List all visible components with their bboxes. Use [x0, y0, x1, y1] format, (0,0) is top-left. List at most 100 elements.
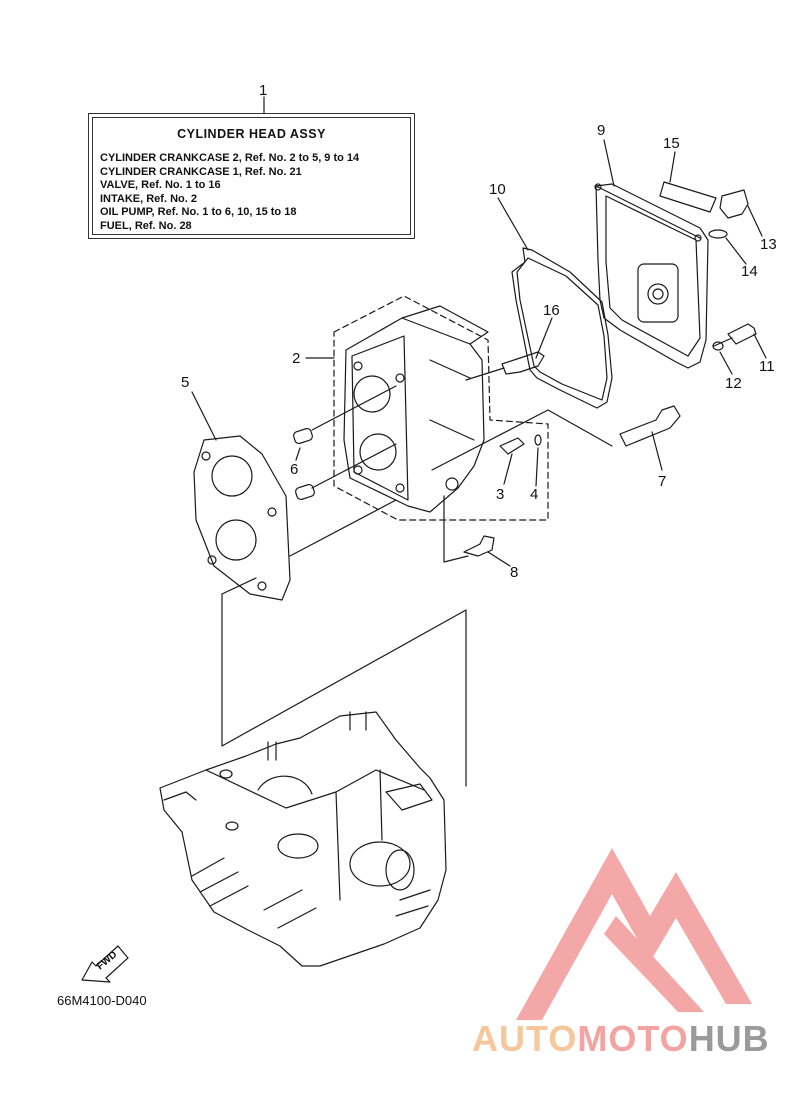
callout-5: 5: [181, 374, 189, 391]
oil-filler-cap: [719, 189, 749, 219]
leader-3: [503, 453, 513, 485]
watermark-word-part-3: HUB: [688, 1018, 770, 1059]
info-line: CYLINDER CRANKCASE 1, Ref. No. 21: [100, 165, 302, 178]
info-box: CYLINDER HEAD ASSY CYLINDER CRANKCASE 2,…: [88, 113, 415, 239]
callout-12: 12: [725, 375, 742, 392]
leader-4: [535, 447, 539, 487]
washer-4: [534, 434, 542, 446]
assembly-boundary-lower: [221, 593, 467, 787]
crankcase-line-1: [335, 769, 383, 901]
leader-10: [497, 197, 529, 251]
crankcase-top: [205, 769, 425, 809]
bolt-11: [727, 323, 757, 345]
head-line-2: [429, 419, 475, 441]
dowel-3: [499, 437, 525, 455]
bolt-7-leader-path: [431, 409, 613, 471]
assembly-line-1: [289, 499, 397, 557]
callout-11: 11: [759, 358, 775, 375]
head-assembly-boundary: [333, 295, 549, 521]
cover-rod: [595, 185, 701, 239]
callout-8: 8: [510, 564, 518, 581]
head-bolt-hole-4: [395, 483, 405, 493]
dowel-leader-b: [311, 443, 397, 489]
info-line: VALVE, Ref. No. 1 to 16: [100, 179, 221, 192]
spark-plug: [501, 351, 545, 375]
gasket-hole-4: [207, 555, 217, 565]
leader-16: [535, 317, 553, 359]
bolt-8-leader-path: [443, 495, 469, 563]
bolt-11-thread: [713, 337, 733, 347]
label-plate: [659, 181, 717, 213]
callout-3: 3: [496, 486, 504, 503]
callout-15: 15: [663, 135, 680, 152]
dowel-6b: [295, 483, 315, 501]
leader-15: [669, 151, 676, 183]
leader-8: [487, 551, 511, 567]
crankcase-boss-3: [225, 821, 239, 831]
head-bolt-hole-2: [395, 373, 405, 383]
callout-16: 16: [543, 302, 560, 319]
dowel-6a: [293, 427, 313, 445]
info-box-title: CYLINDER HEAD ASSY: [177, 127, 326, 141]
o-ring: [708, 229, 728, 239]
crankcase-line-2: [163, 791, 197, 801]
leader-6: [295, 447, 301, 461]
leader-5: [191, 391, 217, 441]
washer-12: [712, 341, 724, 351]
gasket-bore-1: [211, 455, 253, 497]
head-gasket: [193, 435, 291, 601]
leader-14: [725, 237, 747, 265]
info-line: FUEL, Ref. No. 28: [100, 219, 192, 232]
callout-7: 7: [658, 473, 666, 490]
head-bolt-hole-3: [353, 465, 363, 475]
cover-opening: [647, 283, 669, 305]
head-line-1: [429, 359, 471, 379]
drawing-code: 66M4100-D040: [57, 993, 147, 1008]
crankcase: [159, 711, 447, 967]
crankcase-fin-2: [263, 889, 317, 929]
cover-gasket: [511, 247, 613, 409]
cover-opening-inner: [652, 288, 664, 300]
leader-12: [719, 351, 733, 375]
gasket-bore-2: [215, 519, 257, 561]
starter-motor: [349, 841, 411, 887]
fwd-arrow-icon: [81, 945, 129, 983]
watermark-word-part-2: MOTO: [577, 1018, 689, 1059]
crankcase-boss-2: [219, 769, 233, 779]
cover-rod-end-2: [694, 234, 702, 242]
bolt-7: [619, 405, 681, 447]
watermark-text: AUTOMOTOHUB: [472, 1018, 770, 1060]
watermark-logo-icon: [516, 848, 752, 1020]
dowel-leader-a: [311, 385, 397, 431]
info-box-inner: CYLINDER HEAD ASSY CYLINDER CRANKCASE 2,…: [92, 117, 411, 235]
cylinder-head: [343, 317, 485, 513]
cylinder-head-face: [351, 335, 409, 501]
assembly-line-2: [221, 577, 257, 595]
leader-13: [747, 205, 763, 237]
combustion-chamber-1: [353, 375, 391, 413]
leader-7: [651, 431, 663, 471]
cover-gasket-inner: [516, 257, 608, 401]
info-line: INTAKE, Ref. No. 2: [100, 192, 197, 205]
gasket-hole-3: [257, 581, 267, 591]
bolt-8: [463, 535, 495, 557]
crankcase-pipe: [385, 783, 433, 811]
crankcase-boss-1: [277, 833, 319, 859]
info-line: CYLINDER CRANKCASE 2, Ref. No. 2 to 5, 9…: [100, 152, 360, 164]
callout-2: 2: [292, 350, 300, 367]
spark-plug-line: [465, 367, 505, 381]
crankcase-stud-2: [349, 711, 367, 731]
leader-9: [603, 139, 615, 187]
info-box-lines: CYLINDER CRANKCASE 2, Ref. No. 2 to 5, 9…: [100, 152, 359, 234]
head-bolt-hole-1: [353, 361, 363, 371]
callout-14: 14: [741, 263, 758, 280]
cover-boss: [637, 263, 679, 323]
leader-11: [753, 333, 767, 359]
callout-4: 4: [530, 486, 538, 503]
crankcase-bearing: [257, 775, 313, 795]
info-line: OIL PUMP, Ref. No. 1 to 6, 10, 15 to 18: [100, 206, 297, 219]
crankcase-fin-1: [191, 857, 249, 907]
watermark-word-part-1: AUTO: [472, 1018, 578, 1059]
cover-rod-end: [594, 183, 602, 191]
